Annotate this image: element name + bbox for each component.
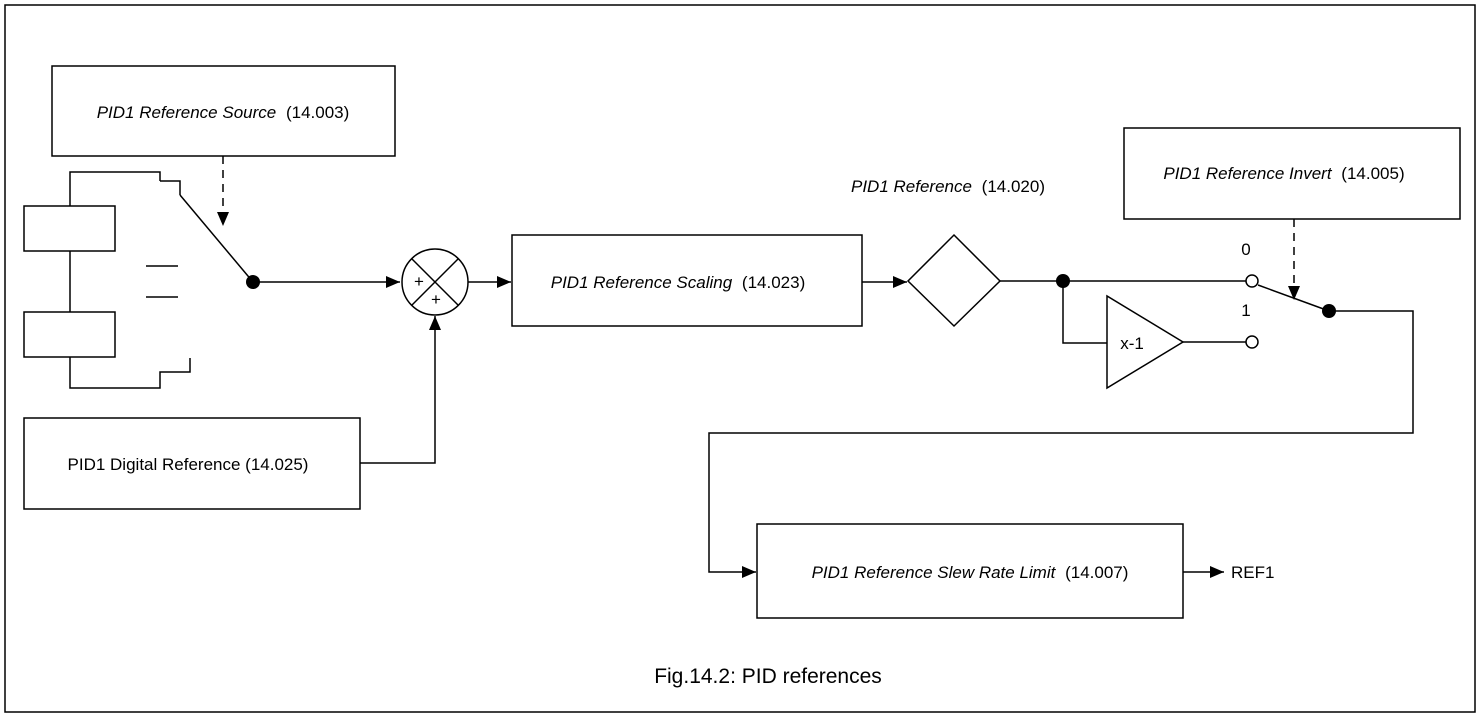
- digital-reference-to-sum-wire: [360, 316, 441, 464]
- digital-reference-block: PID1 Digital Reference (14.025): [23, 417, 361, 510]
- reference-scaling-block: PID1 Reference Scaling (14.023): [511, 234, 863, 327]
- reference-invert-param: (14.005): [1341, 164, 1404, 183]
- switch-pole-1: [1245, 335, 1259, 349]
- branch-to-inverter-wire: [1062, 281, 1107, 344]
- switch-pole-0-label: 0: [1241, 240, 1250, 259]
- selector-bracket-top: [160, 180, 181, 195]
- slew-rate-limit-param: (14.007): [1065, 563, 1128, 582]
- svg-text:PID1 Reference Scaling (: PID1 Reference Scaling (14.023): [551, 273, 806, 292]
- slew-rate-limit-name: PID1 Reference Slew Rate Limit: [812, 563, 1057, 582]
- invert-switch-blade: [1257, 284, 1330, 312]
- reference-source-block: PID1 Reference Source (14.003): [51, 65, 396, 157]
- svg-text:PID1 Reference Source (1: PID1 Reference Source (14.003): [97, 103, 350, 122]
- reference-node-param: (14.020): [982, 177, 1045, 196]
- reference-source-name: PID1 Reference Source: [97, 103, 277, 122]
- switch-pole-0: [1245, 274, 1259, 288]
- reference-scaling-name: PID1 Reference Scaling: [551, 273, 733, 292]
- reference-invert-name: PID1 Reference Invert: [1163, 164, 1332, 183]
- sum-sign-top: +: [414, 272, 424, 291]
- digital-reference-label: PID1 Digital Reference (14.025): [68, 455, 309, 474]
- inverter-label: x-1: [1120, 334, 1144, 353]
- source-input-box-1: [23, 205, 116, 252]
- reference-node-name: PID1 Reference: [851, 177, 972, 196]
- figure-caption: Fig.14.2: PID references: [654, 665, 882, 688]
- summing-junction: + +: [401, 248, 469, 316]
- slew-rate-limit-block: PID1 Reference Slew Rate Limit (14.007): [756, 523, 1184, 619]
- reference-scaling-param: (14.023): [742, 273, 805, 292]
- reference-source-param: (14.003): [286, 103, 349, 122]
- reference-node-label: PID1 Reference (14.020): [851, 177, 1045, 196]
- sum-sign-bottom: +: [431, 290, 441, 309]
- figure-frame: [4, 4, 1476, 713]
- selector-switch-blade: [179, 194, 254, 283]
- svg-text:PID1 Reference Invert (1: PID1 Reference Invert (14.005): [1163, 164, 1404, 183]
- invert-to-slew-wire: [708, 310, 1414, 578]
- source-input-box-2: [23, 311, 116, 358]
- selector-input-bracket: [69, 171, 191, 389]
- inverter-triangle: [1106, 294, 1185, 390]
- reference-diamond-node: [906, 233, 1002, 328]
- reference-invert-block: PID1 Reference Invert (14.005): [1123, 127, 1461, 220]
- switch-pole-1-label: 1: [1241, 301, 1250, 320]
- svg-text:PID1 Reference Slew Rate Limit: PID1 Reference Slew Rate Limit (14.007): [812, 563, 1129, 582]
- output-label: REF1: [1231, 563, 1274, 582]
